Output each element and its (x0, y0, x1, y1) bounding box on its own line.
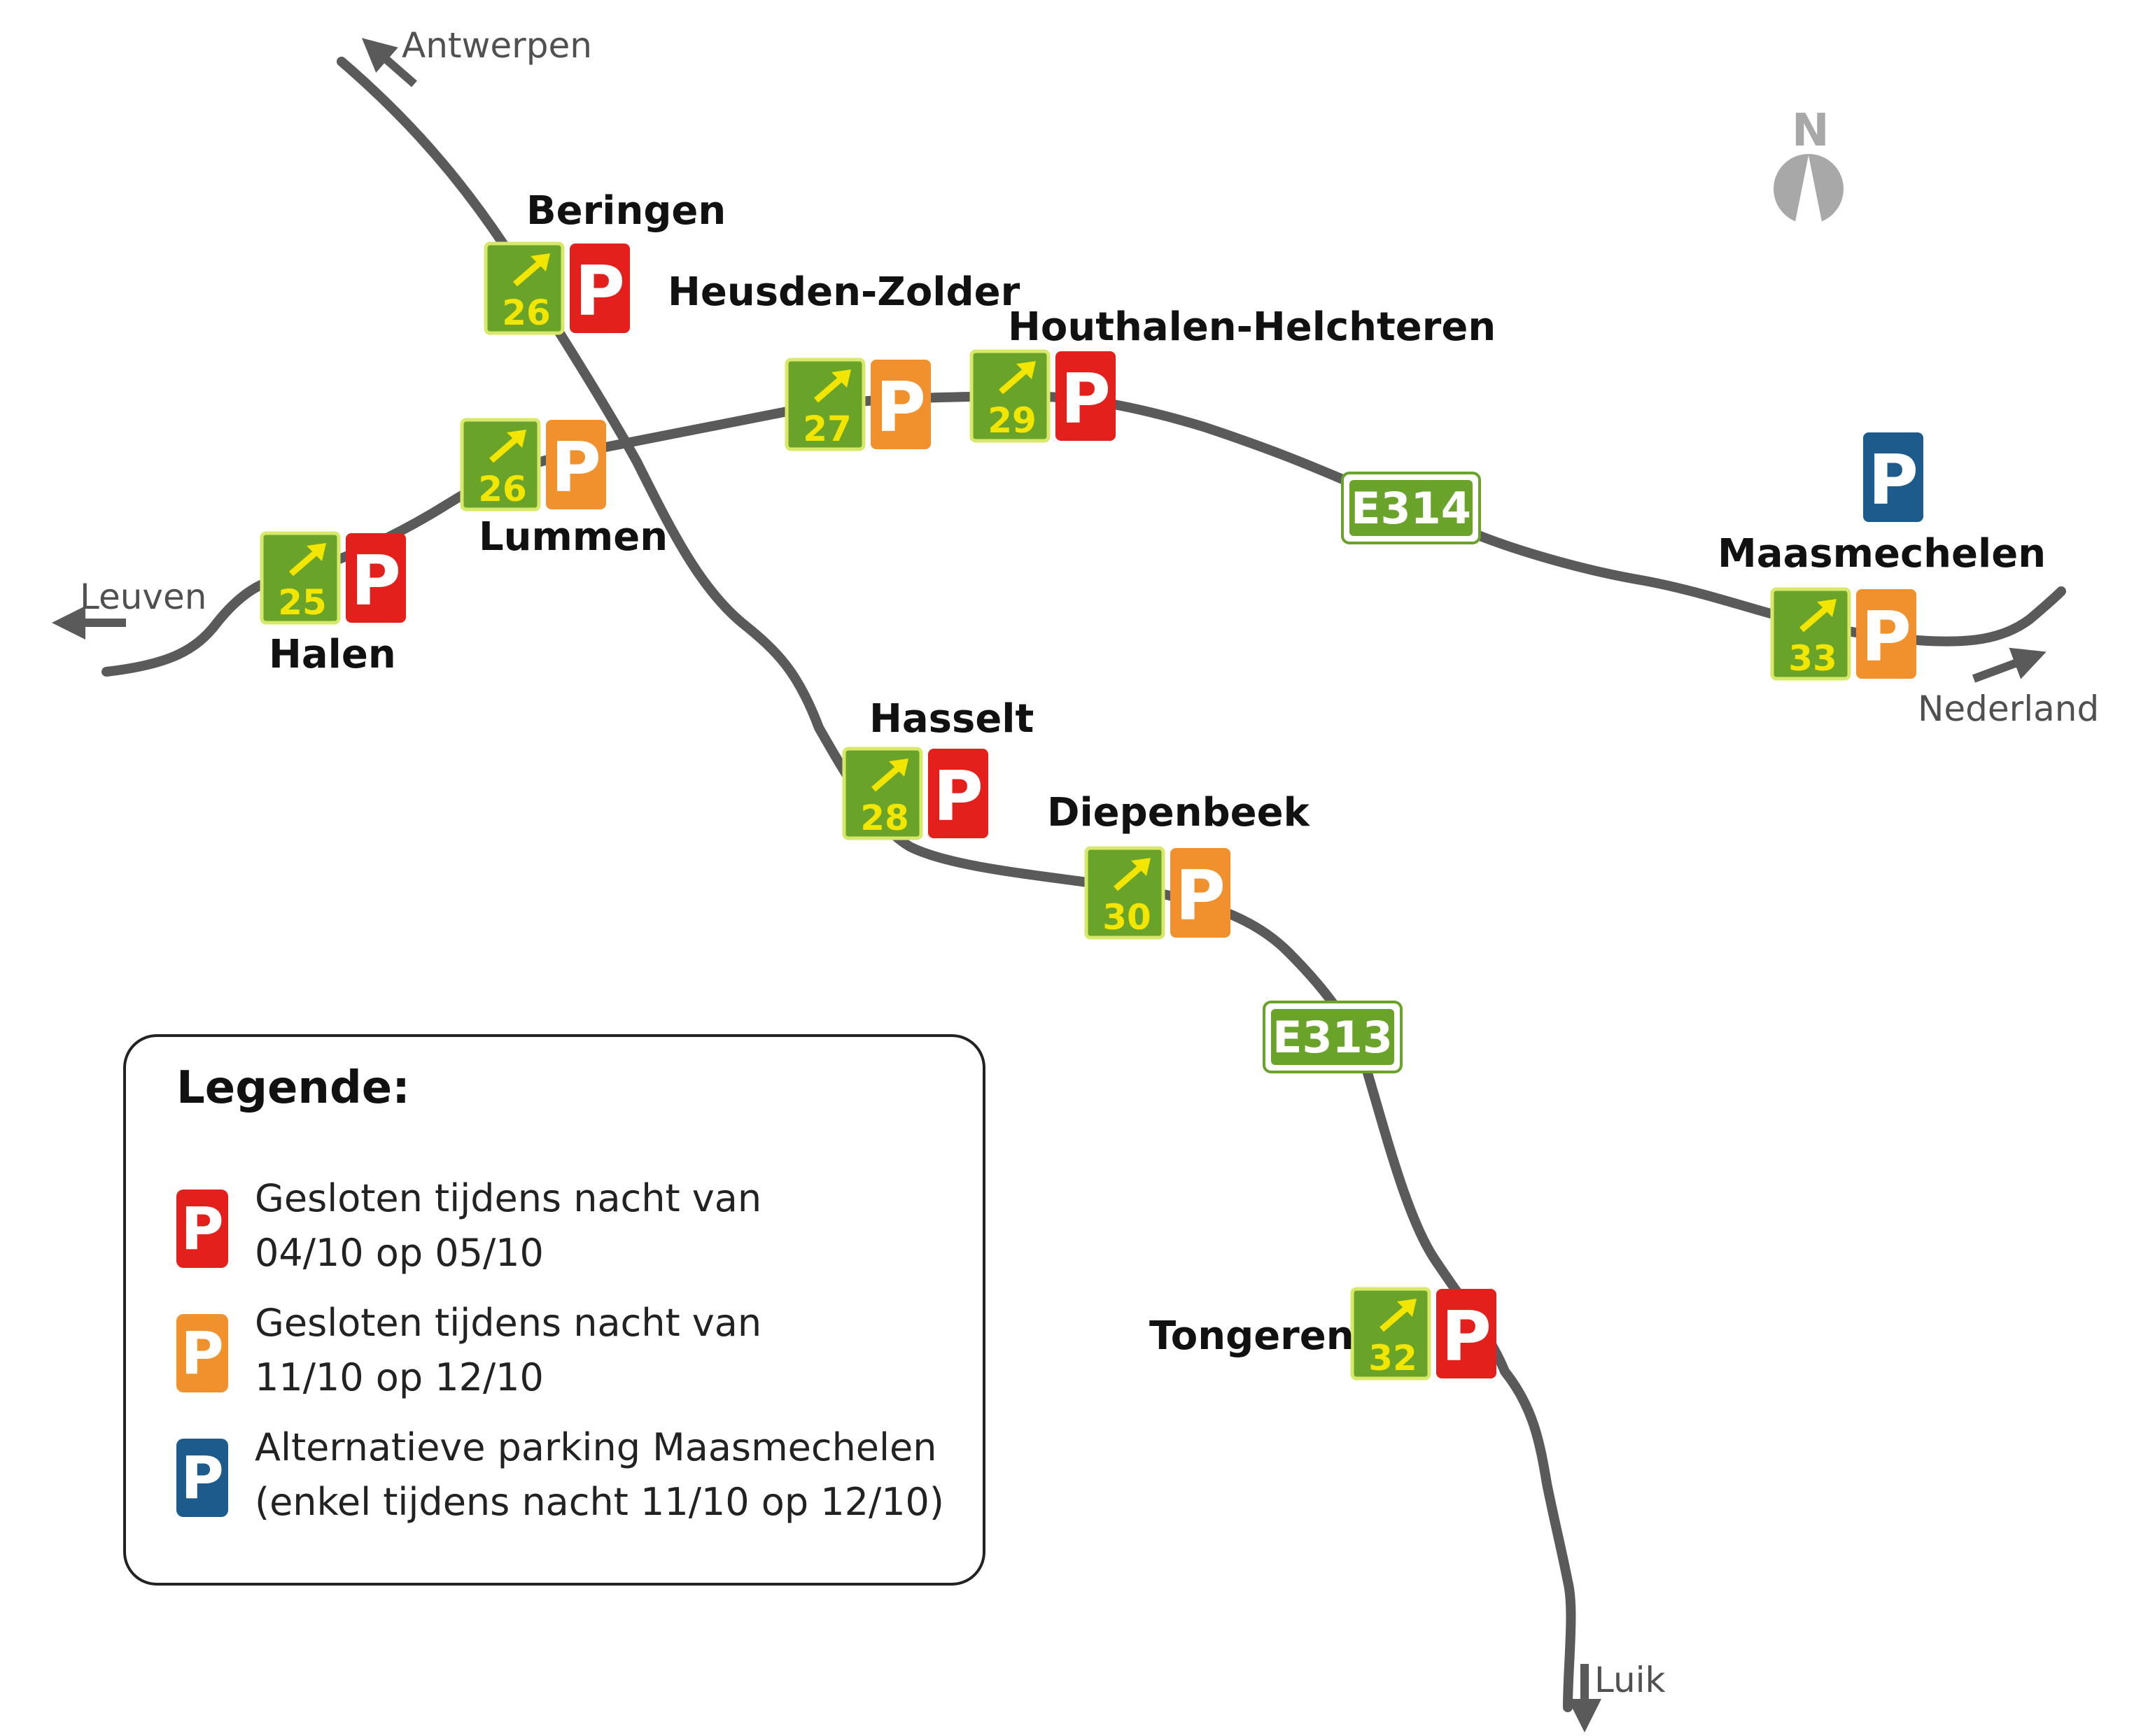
label-houthalen-helchteren: Houthalen-Helchteren (1008, 304, 1496, 350)
e314-shield: E314 (1341, 472, 1481, 544)
label-hasselt: Hasselt (869, 696, 1034, 742)
legend-item-blue: P Alternatieve parking Maasmechelen (enk… (176, 1420, 960, 1532)
svg-text:P: P (1868, 441, 1918, 521)
exit-hasselt[interactable]: 28 P (842, 747, 988, 840)
svg-text:P: P (933, 757, 983, 837)
svg-text:30: 30 (1102, 897, 1151, 938)
exit-maasmechelen[interactable]: 33 P (1770, 587, 1916, 681)
svg-text:P: P (876, 368, 926, 448)
legend-text-red: Gesloten tijdens nacht van 04/10 op 05/1… (255, 1176, 762, 1275)
direction-luik: Luik (1594, 1660, 1666, 1700)
exit-halen[interactable]: 25 P (260, 531, 406, 625)
parking-orange-icon: P (176, 1314, 228, 1392)
svg-text:27: 27 (803, 409, 852, 449)
svg-text:E313: E313 (1272, 1012, 1393, 1063)
legend-item-orange: P Gesloten tijdens nacht van 11/10 op 12… (176, 1296, 960, 1408)
direction-nederland: Nederland (1918, 689, 2099, 729)
legend: Legende: P Gesloten tijdens nacht van 04… (123, 1034, 985, 1586)
legend-text-orange: Gesloten tijdens nacht van 11/10 op 12/1… (255, 1301, 762, 1399)
e313-shield: E313 (1263, 1001, 1403, 1073)
svg-text:25: 25 (278, 582, 327, 623)
label-tongeren: Tongeren (1149, 1313, 1354, 1359)
label-lummen: Lummen (479, 514, 668, 560)
svg-text:N: N (1792, 105, 1830, 157)
svg-text:P: P (1060, 360, 1111, 439)
legend-item-red: P Gesloten tijdens nacht van 04/10 op 05… (176, 1171, 960, 1283)
exit-heusden-zolder[interactable]: 27 P (785, 358, 931, 451)
svg-text:P: P (1861, 598, 1911, 677)
parking-red-icon: P (176, 1190, 228, 1268)
exit-tongeren[interactable]: 32 P (1350, 1287, 1496, 1381)
svg-text:P: P (575, 252, 625, 332)
arrow-antwerpen (361, 38, 417, 87)
exit-diepenbeek[interactable]: 30 P (1084, 846, 1230, 940)
svg-text:33: 33 (1788, 638, 1837, 679)
direction-leuven: Leuven (80, 577, 206, 617)
svg-text:26: 26 (478, 469, 527, 509)
legend-title: Legende: (176, 1062, 410, 1114)
label-beringen: Beringen (526, 188, 726, 234)
exit-beringen[interactable]: 26 P (484, 241, 630, 335)
svg-text:P: P (1175, 856, 1226, 936)
svg-text:28: 28 (860, 798, 909, 838)
north-arrow-icon: N (1774, 105, 1844, 225)
svg-text:26: 26 (502, 292, 551, 333)
svg-text:29: 29 (988, 400, 1037, 441)
svg-text:P: P (1441, 1297, 1491, 1377)
direction-antwerpen: Antwerpen (402, 25, 592, 66)
parking-blue-icon: P (176, 1439, 228, 1517)
exit-lummen[interactable]: 26 P (460, 418, 606, 511)
exit-houthalen-helchteren[interactable]: 29 P (969, 349, 1116, 443)
label-diepenbeek: Diepenbeek (1047, 790, 1311, 835)
label-heusden-zolder: Heusden-Zolder (668, 269, 1020, 315)
alt-parking-maasmechelen[interactable]: P (1863, 432, 1923, 522)
svg-text:32: 32 (1368, 1338, 1417, 1378)
svg-text:E314: E314 (1351, 483, 1471, 534)
label-maasmechelen: Maasmechelen (1718, 531, 2046, 577)
arrow-nederland (1972, 647, 2047, 683)
label-halen: Halen (269, 632, 396, 677)
legend-text-blue: Alternatieve parking Maasmechelen (enkel… (255, 1425, 944, 1524)
svg-text:P: P (551, 428, 601, 508)
svg-text:P: P (351, 542, 401, 621)
